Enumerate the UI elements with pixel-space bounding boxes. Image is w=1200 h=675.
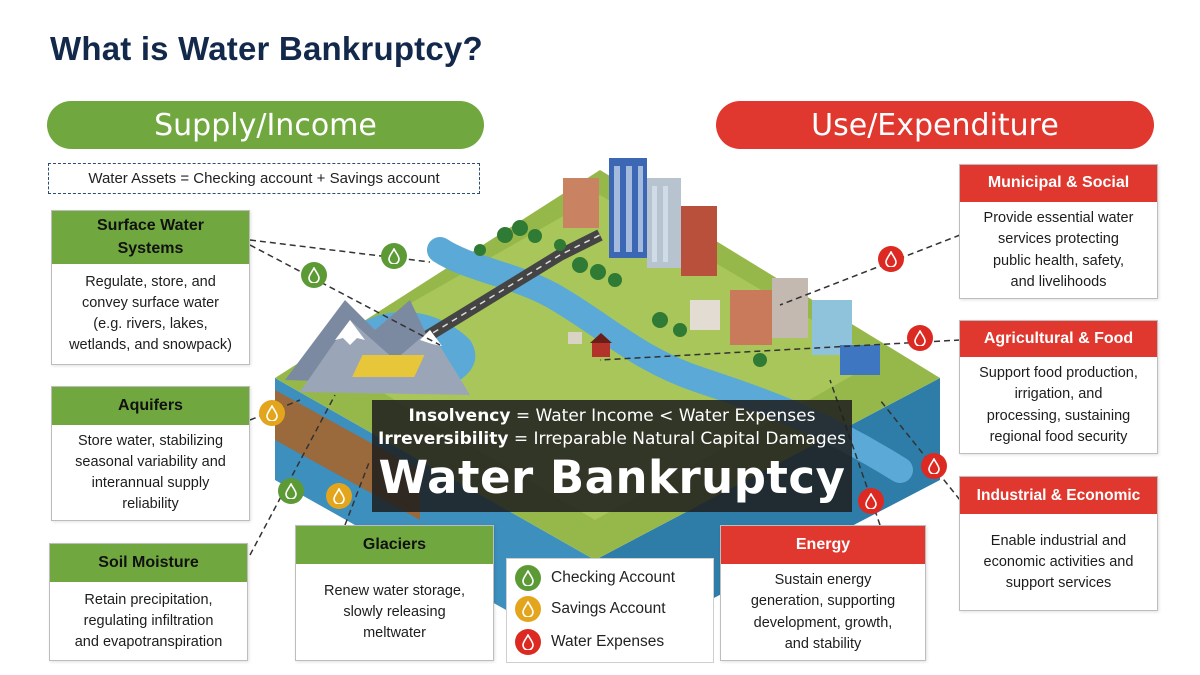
building-windows xyxy=(614,166,668,262)
green-water-drop-icon xyxy=(515,565,541,591)
legend-item-savings: Savings Account xyxy=(515,596,666,622)
trees xyxy=(474,220,767,367)
red-water-drop-icon xyxy=(515,629,541,655)
surface-water-card: Surface Water Systems Regulate, store, a… xyxy=(51,210,250,365)
water-expenses-icon xyxy=(858,488,884,514)
energy-description: Sustain energy generation, supporting de… xyxy=(750,572,896,652)
legend-label: Checking Account xyxy=(551,569,676,586)
municipal-social-card: Municipal & Social Provide essential wat… xyxy=(959,164,1158,299)
mountain-snow-2 xyxy=(420,330,442,346)
agricultural-food-card: Agricultural & Food Support food product… xyxy=(959,320,1158,454)
barn xyxy=(592,342,610,357)
checking-account-icon xyxy=(381,243,407,269)
legend-label: Savings Account xyxy=(551,600,666,617)
supply-income-header: Supply/Income xyxy=(47,101,484,149)
farm-field xyxy=(352,355,425,377)
water-expenses-icon xyxy=(921,453,947,479)
legend-label: Water Expenses xyxy=(551,633,665,650)
glaciers-description: Renew water storage, slowly releasing me… xyxy=(323,582,466,641)
farmhouse xyxy=(568,332,582,344)
water-assets-equation: Water Assets = Checking account + Saving… xyxy=(48,163,480,194)
mountain-snow xyxy=(335,320,365,345)
surface-water-title: Surface Water Systems xyxy=(52,211,249,264)
insolvency-definition: Insolvency = Water Income < Water Expens… xyxy=(408,406,816,426)
soil-moisture-card: Soil Moisture Retain precipitation, regu… xyxy=(49,543,248,661)
legend: Checking Account Savings Account Water E… xyxy=(506,558,714,663)
irreversibility-definition: Irreversibility = Irreparable Natural Ca… xyxy=(378,429,846,449)
aquifers-title: Aquifers xyxy=(52,387,249,425)
water-expenses-icon xyxy=(878,246,904,272)
municipal-social-title: Municipal & Social xyxy=(960,165,1157,202)
checking-account-icon xyxy=(278,478,304,504)
soil-moisture-description: Retain precipitation, regulating infiltr… xyxy=(74,591,223,650)
lake xyxy=(344,311,476,391)
banner-headline: Water Bankruptcy xyxy=(378,451,846,504)
water-bankruptcy-banner: Insolvency = Water Income < Water Expens… xyxy=(372,400,852,512)
savings-account-icon xyxy=(326,483,352,509)
aquifers-description: Store water, stabilizing seasonal variab… xyxy=(75,432,226,513)
yellow-water-drop-icon xyxy=(515,596,541,622)
city xyxy=(563,158,880,375)
water-expenses-icon xyxy=(907,325,933,351)
energy-card: Energy Sustain energy generation, suppor… xyxy=(720,525,926,661)
energy-title: Energy xyxy=(721,526,925,564)
surface-water-description: Regulate, store, and convey surface wate… xyxy=(69,273,232,354)
agricultural-food-description: Support food production, irrigation, and… xyxy=(979,365,1138,445)
use-expenditure-header: Use/Expenditure xyxy=(716,101,1154,149)
legend-item-expenses: Water Expenses xyxy=(515,629,664,655)
road-lines xyxy=(404,234,601,351)
barn-roof xyxy=(590,333,612,343)
road xyxy=(401,229,603,356)
agricultural-food-title: Agricultural & Food xyxy=(960,321,1157,357)
glaciers-card: Glaciers Renew water storage, slowly rel… xyxy=(295,525,494,661)
industrial-economic-description: Enable industrial and economic activitie… xyxy=(983,532,1134,591)
page-title: What is Water Bankruptcy? xyxy=(50,30,483,67)
soil-moisture-title: Soil Moisture xyxy=(50,544,247,582)
legend-item-checking: Checking Account xyxy=(515,565,675,591)
industrial-economic-card: Industrial & Economic Enable industrial … xyxy=(959,476,1158,611)
checking-account-icon xyxy=(301,262,327,288)
savings-account-icon xyxy=(259,400,285,426)
municipal-social-description: Provide essential water services protect… xyxy=(983,210,1134,290)
industrial-economic-title: Industrial & Economic xyxy=(960,477,1157,514)
glaciers-title: Glaciers xyxy=(296,526,493,564)
aquifers-card: Aquifers Store water, stabilizing season… xyxy=(51,386,250,521)
mountain-back xyxy=(285,300,450,385)
mountain-front xyxy=(300,320,470,395)
